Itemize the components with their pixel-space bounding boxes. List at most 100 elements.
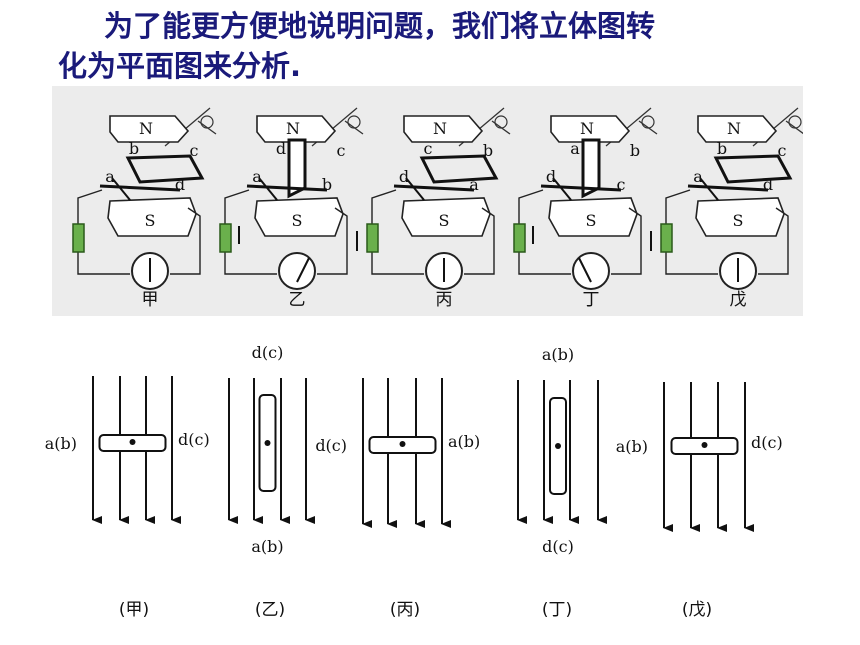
wire-right — [758, 207, 789, 275]
north-pole-shape — [109, 115, 190, 143]
axis-circle — [347, 115, 361, 129]
coil-corner-label: b — [630, 141, 640, 160]
coil-corner-label: a — [252, 167, 262, 186]
resistor — [513, 223, 526, 253]
coil-corner-label: d — [175, 175, 185, 194]
south-pole-label: S — [586, 211, 597, 230]
plane-diagram: d(c) a(b) — [228, 343, 315, 556]
shaft — [99, 184, 181, 192]
brush — [699, 177, 719, 201]
shaft — [540, 184, 622, 192]
north-pole-shape — [256, 115, 337, 143]
title-line-2-text: 化为平面图来分析. — [58, 49, 302, 83]
rotation-axis — [129, 439, 136, 445]
coil-left-label: d(c) — [315, 436, 347, 455]
title-line-2: 化为平面图来分析. — [58, 46, 818, 86]
plane-diagram: a(b) d(c) — [45, 376, 210, 524]
axis-circle — [788, 115, 802, 129]
coil-top-label: d(c) — [252, 343, 284, 362]
plane-caption: (丁) — [542, 600, 572, 620]
galvanometer-needle — [296, 257, 310, 283]
brush — [405, 177, 425, 201]
resistor — [219, 223, 232, 253]
stage-caption: 甲 — [142, 290, 159, 310]
south-pole-label: S — [733, 211, 744, 230]
coil-corner-label: a — [105, 167, 115, 186]
rotation-axis — [555, 443, 561, 449]
coil-right-label: d(c) — [178, 430, 210, 449]
title-line-1-text: 为了能更方便地说明问题，我们将立体图转 — [104, 9, 656, 43]
stage-caption: 戊 — [730, 290, 747, 310]
plane-caption: (丙) — [390, 600, 420, 620]
coil-horizontal — [125, 154, 205, 184]
coil-corner-label: d — [276, 139, 286, 158]
resistor — [72, 223, 85, 253]
coil-corner-label: c — [617, 175, 626, 194]
plane-diagram: d(c) a(b) — [315, 378, 480, 528]
rotation-axis — [701, 442, 708, 448]
coil-corner-label: d — [546, 167, 556, 186]
plane-caption: (乙) — [255, 600, 285, 620]
coil-top-label: a(b) — [542, 345, 574, 364]
north-pole-shape — [403, 115, 484, 143]
stage-caption: 乙 — [289, 290, 306, 310]
rotation-axis — [264, 440, 271, 446]
north-pole-label: N — [727, 119, 741, 138]
coil-right-label: a(b) — [448, 432, 480, 451]
shaft — [246, 184, 328, 192]
wire-right — [464, 207, 495, 275]
coil-bottom-label: a(b) — [251, 537, 283, 556]
south-pole-label: S — [145, 211, 156, 230]
generator-stage: Nb c a dS 戊 — [660, 107, 803, 310]
coil-corner-label: b — [717, 139, 727, 158]
stage-caption: 丙 — [436, 290, 453, 310]
coil-corner-label: c — [190, 141, 199, 160]
coil-corner-label: a — [693, 167, 703, 186]
coil-corner-label: d — [763, 175, 773, 194]
coil-corner-label: c — [337, 141, 346, 160]
coil-left-label: a(b) — [45, 434, 77, 453]
south-pole-shape — [401, 197, 491, 237]
south-pole-label: S — [439, 211, 450, 230]
south-pole-shape — [254, 197, 344, 237]
brush — [552, 177, 572, 201]
plane-diagram: a(b)d(c) — [616, 382, 783, 532]
plane-diagram: a(b) d(c) — [517, 345, 607, 556]
south-pole-shape — [548, 197, 638, 237]
brush — [258, 177, 278, 201]
resistor — [660, 223, 673, 253]
stage-caption: 丁 — [583, 290, 600, 310]
shaft — [687, 184, 769, 192]
title-line-1: 为了能更方便地说明问题，我们将立体图转 — [58, 6, 818, 46]
plane-caption: (戊) — [682, 600, 712, 620]
axis-circle — [494, 115, 508, 129]
plane-caption: (甲) — [119, 600, 149, 620]
north-pole-label: N — [286, 119, 300, 138]
rotation-axis — [399, 441, 406, 447]
north-pole-label: N — [433, 119, 447, 138]
wire-right — [611, 207, 642, 275]
coil-left-label: a(b) — [616, 437, 648, 456]
south-pole-shape — [107, 197, 197, 237]
coil-horizontal — [713, 154, 793, 184]
coil-corner-label: b — [483, 141, 493, 160]
north-pole-label: N — [580, 119, 594, 138]
coil-bottom-label: d(c) — [542, 537, 574, 556]
resistor — [366, 223, 379, 253]
wire-right — [170, 207, 201, 275]
brush — [111, 177, 131, 201]
coil-corner-label: c — [778, 141, 787, 160]
axis-circle — [641, 115, 655, 129]
slide-title: 为了能更方便地说明问题，我们将立体图转 化为平面图来分析. — [58, 6, 818, 86]
coil-corner-label: b — [322, 175, 332, 194]
south-pole-shape — [695, 197, 785, 237]
north-pole-shape — [550, 115, 631, 143]
